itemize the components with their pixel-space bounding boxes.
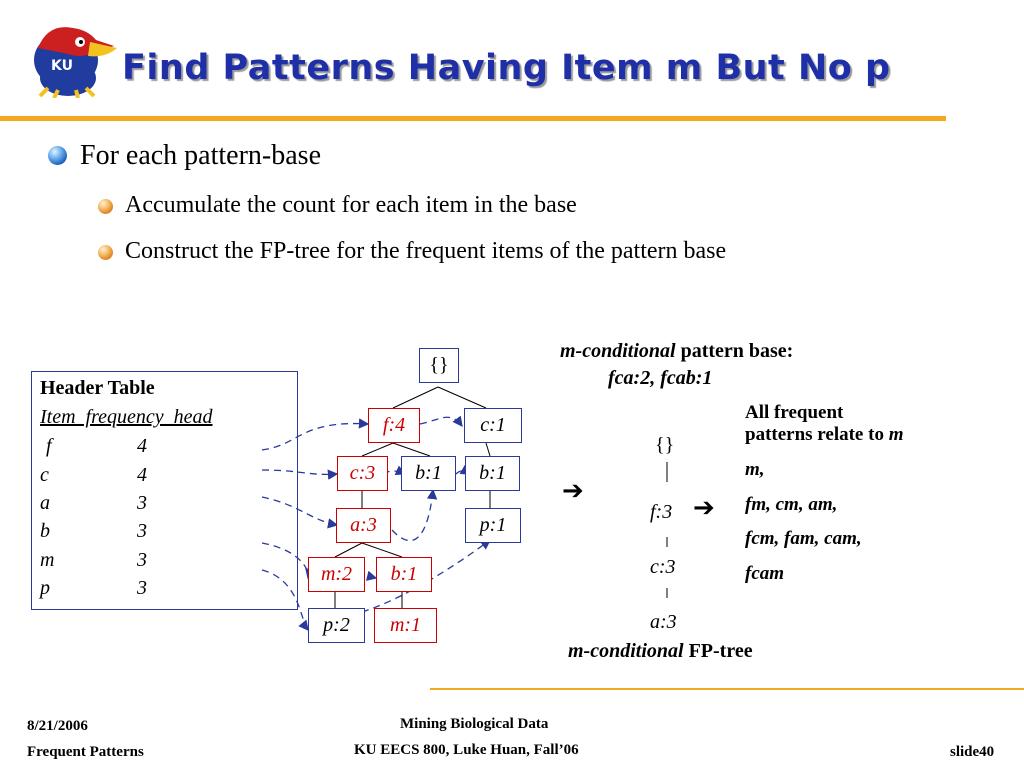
footer-course-1: Mining Biological Data [400,716,549,732]
logo-text: KU [51,58,73,74]
patterns-title-2: patterns relate to m [745,424,903,446]
tree-root: {} [419,348,459,383]
header-table [31,371,298,610]
tree-node-b1: b:1 [401,456,456,491]
header-row-item: m [40,549,55,571]
header-row-item: f [46,435,52,457]
tree-node-b1-red: b:1 [376,557,432,592]
patterns-title-item: m [888,424,904,445]
header-table-title: Header Table [40,377,155,399]
pattern-line: fcam [745,563,785,584]
bullet-level1: For each pattern-base [80,140,321,171]
footer-slide-number: slide40 [950,744,995,760]
header-row-freq: 3 [137,492,147,514]
cond-tree-node-a3: a:3 [650,611,677,633]
pattern-line: fm, cm, am, [745,494,838,515]
arrow-icon: ➔ [562,476,584,506]
bullet-level2-1: Accumulate the count for each item in th… [125,192,577,218]
bullet-icon-level1 [48,146,67,165]
cond-tree-root: {} [655,434,675,456]
footer-date: 8/21/2006 [27,718,88,734]
header-row-freq: 4 [137,435,147,457]
pattern-base-values: fca:2, fcab:1 [608,367,713,389]
jayhawk-logo: KU [34,27,117,98]
cond-tree-label: m-conditional FP-tree [568,640,753,663]
cond-tree-label-italic: m-conditional [568,640,684,662]
pattern-base-label-italic: m-conditional [560,340,676,362]
tree-node-c3: c:3 [337,456,388,491]
patterns-title-1: All frequent [745,402,844,423]
footer-topic: Frequent Patterns [27,744,144,760]
header-row-item: c [40,464,49,486]
tree-node-a3: a:3 [336,508,391,543]
cond-tree-node-f3: f:3 [650,501,673,523]
slide-title: Find Patterns Having Item m But No p [122,48,891,88]
tree-node-f4: f:4 [368,408,420,443]
pattern-line: fcm, fam, cam, [745,528,862,549]
tree-node-p1: p:1 [465,508,521,543]
header-row-freq: 3 [137,520,147,542]
header-row-item: p [40,577,50,599]
title-divider [0,116,946,121]
pattern-base-label: m-conditional pattern base: [560,340,793,363]
footer-course-2: KU EECS 800, Luke Huan, Fall’06 [354,742,579,758]
bullet-icon-level2 [98,245,113,260]
header-row-item: b [40,520,50,542]
tree-node-m2: m:2 [308,557,365,592]
header-row-freq: 3 [137,549,147,571]
bullet-icon-level2 [98,199,113,214]
cond-tree-node-c3: c:3 [650,556,676,578]
cond-tree-label-rest: FP-tree [683,640,753,662]
tree-node-p2: p:2 [308,608,365,643]
arrow-icon: ➔ [693,493,715,523]
tree-node-c1: c:1 [464,408,522,443]
footer-divider [430,688,1024,690]
bullet-level2-2: Construct the FP-tree for the frequent i… [125,238,727,264]
header-row-freq: 3 [137,577,147,599]
header-row-item: a [40,492,50,514]
tree-node-b1: b:1 [465,456,520,491]
header-row-freq: 4 [137,464,147,486]
pattern-line: m, [745,459,765,480]
pattern-base-label-rest: pattern base: [675,340,794,362]
patterns-title-2-text: patterns relate to [745,424,889,445]
tree-node-m1: m:1 [374,608,437,643]
header-table-columns: Item frequency head [40,406,213,428]
